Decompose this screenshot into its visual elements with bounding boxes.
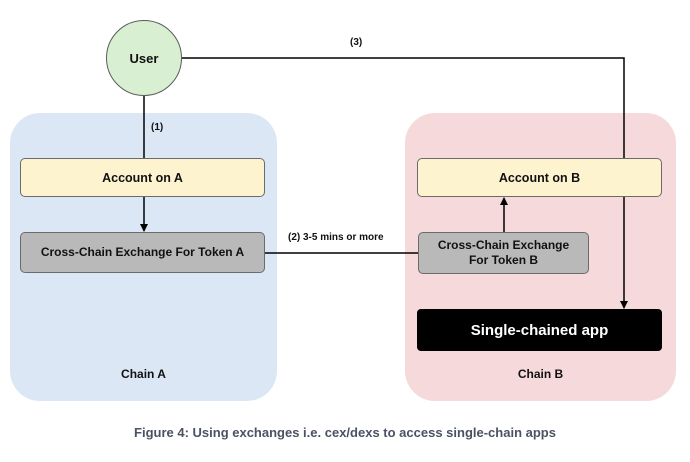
edge-user-to-account-b (182, 57, 625, 158)
exchange-b-label-line2: For Token B (468, 253, 539, 267)
chain-b-label: Chain B (517, 367, 564, 381)
chain-a-label: Chain A (121, 367, 166, 381)
exchange-a-box: Cross-Chain Exchange For Token A (20, 232, 265, 273)
figure-caption: Figure 4: Using exchanges i.e. cex/dexs … (134, 425, 556, 440)
account-a-label: Account on A (102, 170, 183, 185)
app-label: Single-chained app (470, 321, 609, 339)
account-b-box: Account on B (417, 158, 662, 197)
user-label: User (129, 50, 159, 66)
single-chained-app-box: Single-chained app (417, 309, 662, 351)
exchange-b-label-line1: Cross-Chain Exchange (437, 238, 570, 252)
user-node: User (106, 20, 182, 96)
edge-label-step-3: (3) (350, 37, 363, 48)
account-a-box: Account on A (20, 158, 265, 197)
edge-label-step-1: (1) (151, 122, 164, 133)
exchange-b-label: Cross-Chain Exchange For Token B (438, 238, 569, 268)
exchange-a-label: Cross-Chain Exchange For Token A (40, 245, 245, 259)
exchange-b-box: Cross-Chain Exchange For Token B (418, 232, 589, 274)
edge-label-step-2: (2) 3-5 mins or more (288, 232, 384, 243)
account-b-label: Account on B (498, 170, 581, 185)
